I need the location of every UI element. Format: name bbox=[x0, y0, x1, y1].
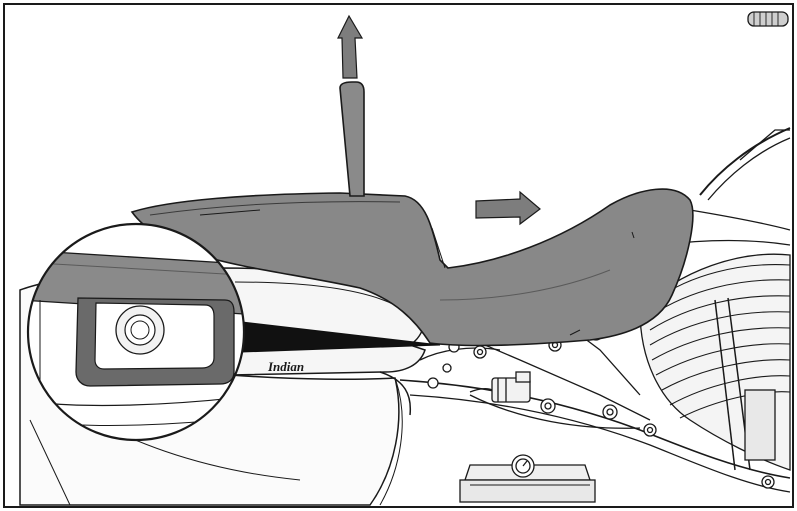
up-arrow bbox=[337, 14, 364, 79]
motorcycle-frame bbox=[399, 11, 791, 493]
seat-latch-bracket bbox=[75, 297, 235, 387]
pressure-gauge bbox=[459, 454, 596, 503]
wire-connector bbox=[469, 371, 531, 403]
brand-badge-text: Indian bbox=[267, 359, 304, 374]
seat bbox=[130, 81, 694, 347]
detail-magnifier bbox=[26, 222, 441, 442]
grip-knob bbox=[747, 11, 789, 27]
right-arrow bbox=[475, 190, 541, 226]
engine-cylinder bbox=[639, 253, 791, 471]
